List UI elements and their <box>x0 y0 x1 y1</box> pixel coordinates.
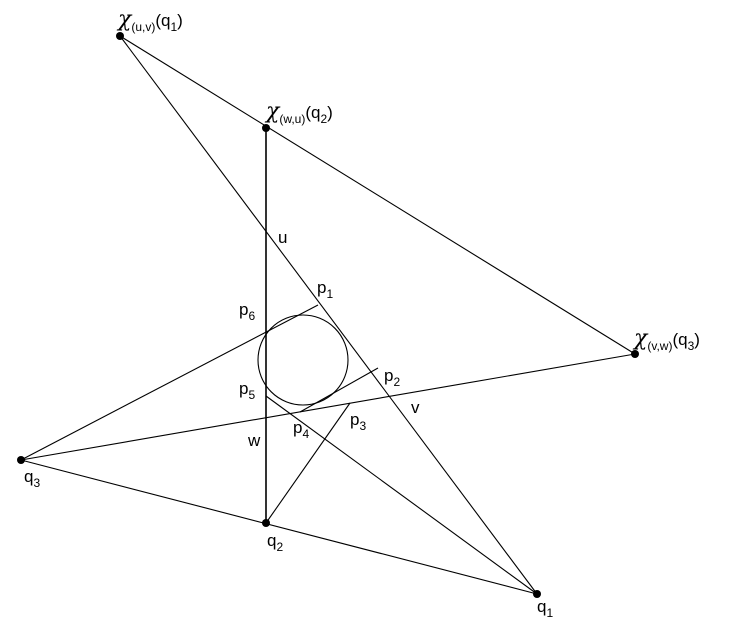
label-p6: p6 <box>239 300 255 323</box>
label-q3: q3 <box>24 467 40 490</box>
point-q1 <box>533 590 541 598</box>
point-chi-uv-q1 <box>116 32 124 40</box>
label-w: w <box>247 431 261 450</box>
label-u: u <box>278 228 287 247</box>
line-q3-to-chi-vw <box>20 353 636 461</box>
point-chi-wu-q2 <box>262 124 270 132</box>
point-q2 <box>262 519 270 527</box>
line-p4-to-p2 <box>299 367 379 413</box>
line-chi-uv-to-q1 <box>119 35 538 595</box>
line-p5-to-q1 <box>265 395 538 595</box>
label-p1: p1 <box>317 278 333 301</box>
label-p4: p4 <box>293 418 309 441</box>
line-chi-uv-to-chi-vw <box>119 35 636 355</box>
label-p5: p5 <box>239 379 255 402</box>
line-q2-to-p3 <box>265 402 351 524</box>
line-q3-to-q1 <box>20 459 538 595</box>
label-q2: q2 <box>267 531 283 554</box>
point-chi-vw-q3 <box>631 350 639 358</box>
label-q1: q1 <box>537 597 553 620</box>
label-chi-vw-q3: χ(v,w)(q3) <box>632 326 700 353</box>
label-chi-uv-q1: χ(u,v)(q1) <box>116 7 183 34</box>
label-v: v <box>411 398 420 417</box>
point-q3 <box>17 456 25 464</box>
label-p2: p2 <box>384 366 400 389</box>
conic-circle <box>257 314 349 406</box>
label-chi-wu-q2: χ(w,u)(q2) <box>264 99 333 126</box>
line-q3-to-p6 <box>20 304 319 461</box>
label-p3: p3 <box>350 410 366 433</box>
